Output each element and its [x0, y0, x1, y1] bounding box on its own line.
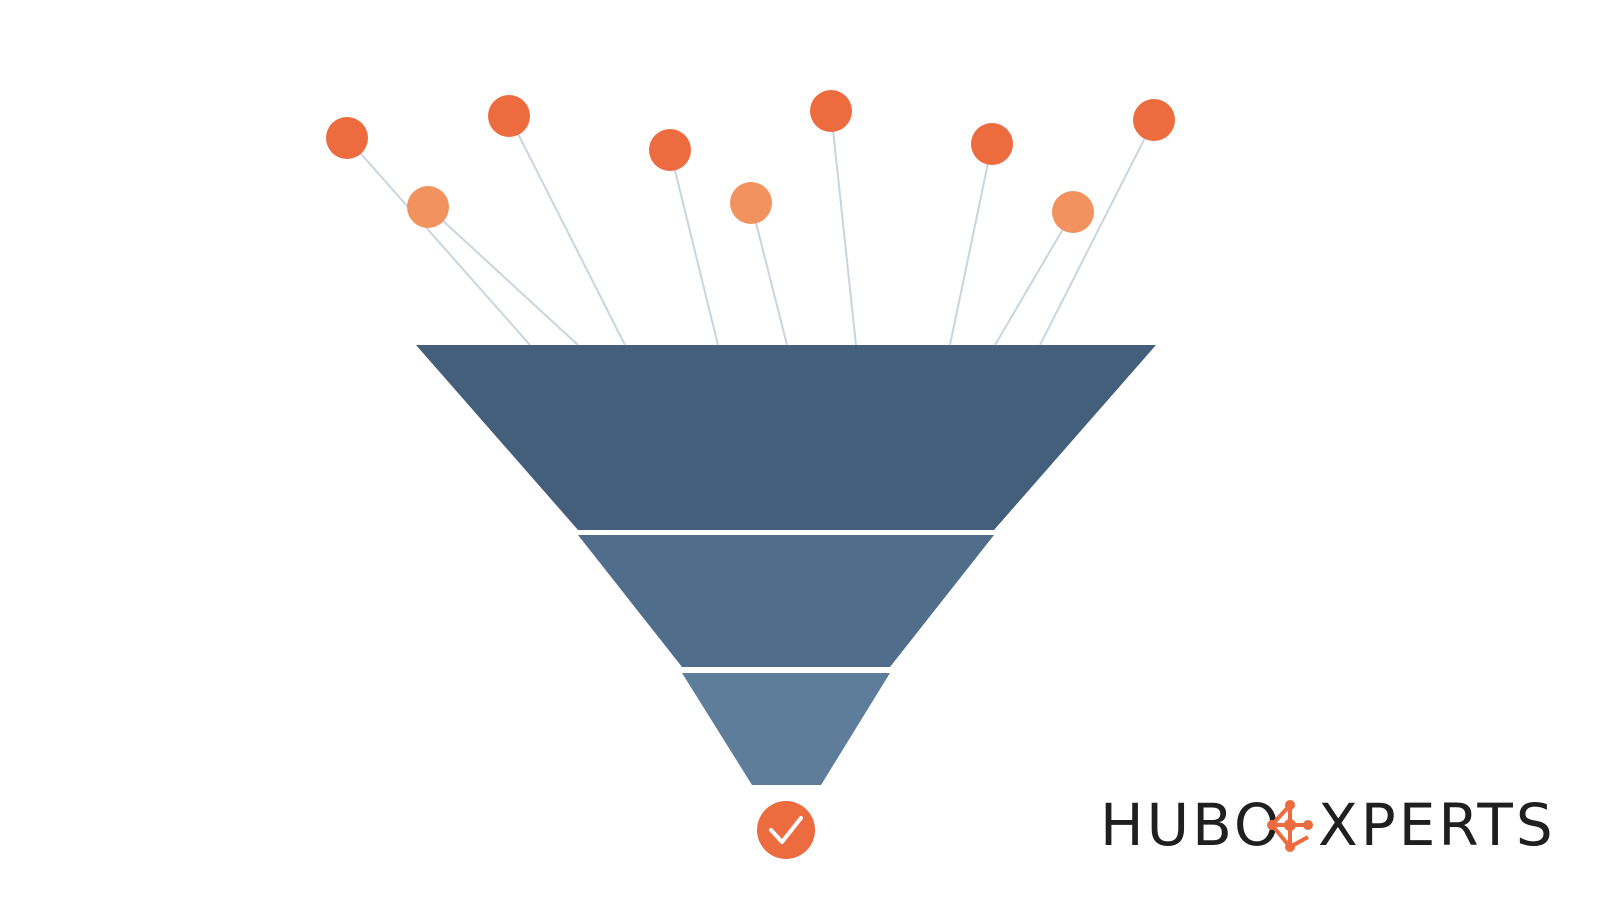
lead-ball-7-stem [949, 143, 993, 346]
check-icon [757, 801, 815, 859]
lead-ball-8-stem [994, 211, 1074, 346]
lead-ball-9 [1133, 99, 1175, 141]
funnel [416, 345, 1156, 785]
lead-ball-3 [488, 95, 530, 137]
hubo-experts-logo: HUBO XPERTS [1100, 791, 1556, 859]
lead-ball-5 [730, 182, 772, 224]
lead-ball-1 [326, 117, 368, 159]
funnel-top-tier [416, 345, 1156, 530]
logo-text-right: XPERTS [1318, 791, 1556, 859]
lead-ball-1-stem [346, 137, 531, 346]
molecule-e-icon [1267, 800, 1313, 852]
lead-ball-6-stem [830, 110, 857, 346]
lead-ball-6 [810, 90, 852, 132]
lead-ball-9-stem [1039, 119, 1155, 346]
lead-ball-4-stem [669, 149, 719, 346]
lead-ball-5-stem [750, 202, 788, 346]
lead-ball-8 [1052, 191, 1094, 233]
check-circle [757, 801, 815, 859]
lead-ball-3-stem [508, 115, 626, 346]
logo-text-left: HUBO [1100, 791, 1283, 859]
lead-ball-2-stem [427, 206, 579, 346]
lead-ball-7 [971, 123, 1013, 165]
check-mark [769, 816, 803, 844]
lead-stems [346, 110, 1155, 346]
funnel-middle-tier [578, 535, 994, 667]
funnel-bottom-tier [682, 673, 890, 785]
lead-ball-4 [649, 129, 691, 171]
lead-balls [326, 90, 1175, 233]
lead-ball-2 [407, 186, 449, 228]
